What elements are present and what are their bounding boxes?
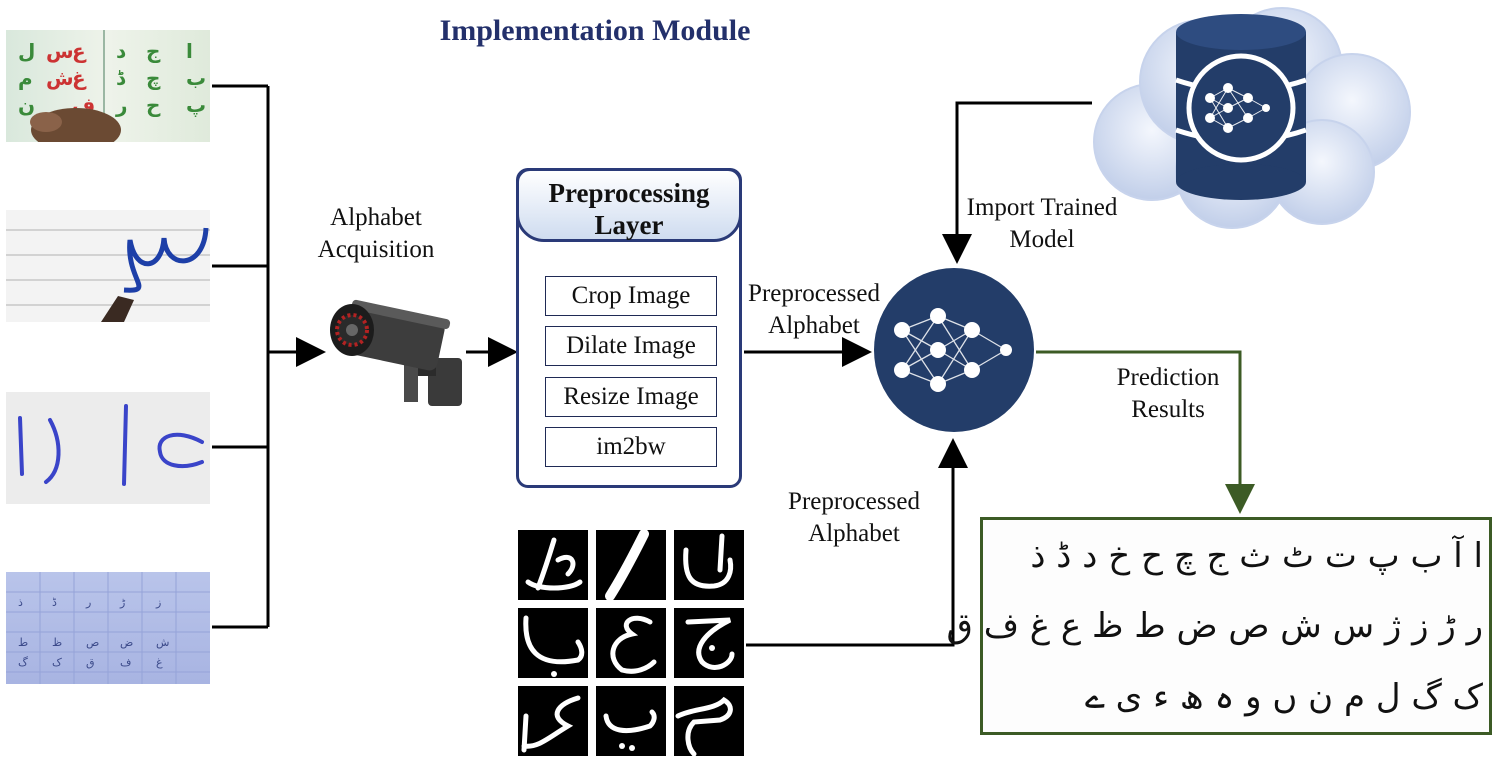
svg-text:د: د [116,39,126,63]
prediction-label: Prediction Results [1116,364,1220,423]
svg-text:ض: ض [120,636,133,649]
step-resize-image: Resize Image [545,377,717,417]
svg-text:ظ: ظ [52,636,62,649]
svg-text:پ: پ [186,93,206,117]
tile-image [596,686,666,756]
tile-image [674,608,744,678]
cctv-camera-icon [322,296,468,410]
svg-text:غ: غ [72,66,87,90]
preprocessed-label-top: Preprocessed Alphabet [748,280,880,339]
svg-text:غ: غ [156,656,163,669]
diagram-title: Implementation Module [439,14,751,47]
svg-text:ڑ: ڑ [119,596,126,609]
svg-text:ڈ: ڈ [116,66,126,90]
input-photo-whiteboard [6,210,210,322]
svg-text:ج: ج [146,39,161,63]
svg-text:ق: ق [86,656,95,669]
neural-network-icon [874,268,1034,432]
acquisition-label: Alphabet Acquisition [317,204,435,263]
step-im2bw: im2bw [545,427,717,467]
svg-text:ا: ا [186,39,193,63]
svg-text:چ: چ [146,66,161,91]
input-photo-tablet: ذ ڈ ر ڑ ز ط ظ ص ض ش گ ک ق ف غ [6,572,210,684]
svg-text:ح: ح [146,93,161,117]
svg-text:ع: ع [72,39,87,63]
svg-text:ذ: ذ [18,596,23,609]
step-crop-image: Crop Image [545,276,717,316]
svg-text:ر: ر [85,596,91,609]
svg-text:ک: ک [52,656,62,669]
tile-image [596,608,666,678]
tile-image [518,686,588,756]
urdu-alphabet-row-2: ر ڑ ز ژ س ش ص ض ط ظ ع غ ف ق [946,606,1483,646]
svg-text:م: م [18,66,33,90]
svg-text:ف: ف [120,656,131,669]
svg-text:ز: ز [155,596,161,609]
tile-image [596,530,666,600]
svg-text:س: س [46,39,74,63]
svg-text:ص: ص [86,636,99,649]
preprocessing-title: Preprocessing Layer [516,168,742,242]
input-photo-paper [6,392,210,504]
svg-text:ڈ: ڈ [52,596,57,609]
preprocessed-tiles [518,530,744,764]
svg-text:ن: ن [18,93,35,117]
urdu-alphabet-row-1: ا آ ب پ ت ٹ ث ج چ ح خ د ڈ ذ [1030,536,1483,576]
tile-image [674,530,744,600]
database-cloud-icon [1082,2,1418,234]
tile-image [518,608,588,678]
tile-image [518,530,588,600]
preprocessed-label-bottom: Preprocessed Alphabet [788,488,920,547]
step-dilate-image: Dilate Image [545,326,717,366]
svg-text:گ: گ [18,656,28,669]
svg-text:ط: ط [18,636,28,649]
svg-text:ل: ل [18,39,35,63]
prediction-results-box: ا آ ب پ ت ٹ ث ج چ ح خ د ڈ ذ ر ڑ ز ژ س ش … [946,517,1492,735]
svg-text:ر: ر [115,93,128,117]
tile-image [674,686,744,756]
import-model-label: Import Trained Model [966,194,1118,253]
urdu-alphabet-row-3: ک گ ل م ن ں و ہ ھ ء ی ے [1084,677,1483,717]
svg-text:ب: ب [186,66,206,90]
svg-text:ش: ش [156,636,169,649]
svg-text:ش: ش [46,66,74,90]
preprocessing-layer: Preprocessing Layer Crop Image Dilate Im… [516,168,742,488]
